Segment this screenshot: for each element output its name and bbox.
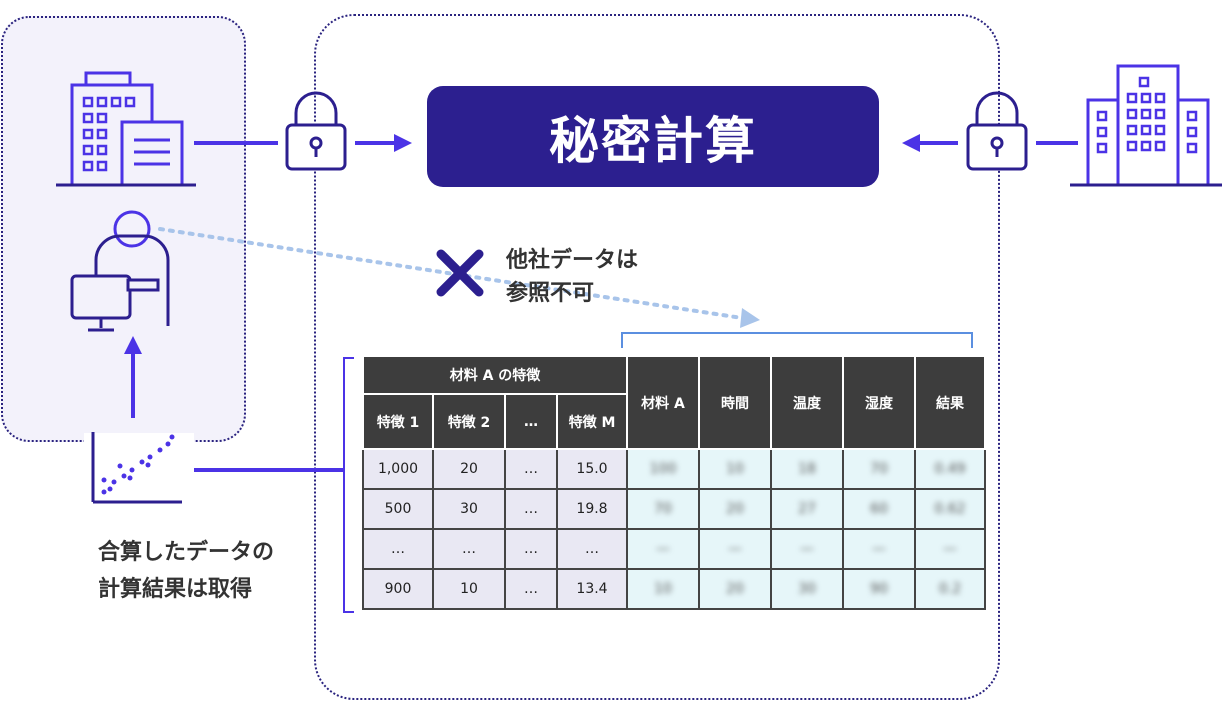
- no-access-line-2: 参照不可: [506, 281, 595, 306]
- blurred-value: —: [728, 541, 742, 557]
- company-a-panel: [1, 16, 246, 442]
- hidden-cell: —: [770, 528, 844, 570]
- blurred-value: 10: [726, 461, 744, 477]
- table-row: 500 30 … 19.8 70 20 27 60 0.62: [362, 488, 986, 530]
- blurred-value: 90: [870, 581, 888, 597]
- blurred-value: 0.49: [934, 461, 966, 477]
- header-feature-ellipsis: …: [504, 393, 558, 450]
- header-material-a: 材料 A: [626, 355, 700, 450]
- table-cell: 500: [362, 488, 434, 530]
- table-cell: …: [504, 448, 558, 490]
- table-cell: 10: [432, 568, 506, 610]
- blurred-value: 20: [726, 581, 744, 597]
- blurred-value: 60: [870, 501, 888, 517]
- no-access-line-1: 他社データは: [506, 248, 639, 273]
- header-humidity: 湿度: [842, 355, 916, 450]
- blurred-value: 100: [649, 461, 677, 477]
- hidden-cell: 0.49: [914, 448, 986, 490]
- table-row: 900 10 … 13.4 10 20 30 90 0.2: [362, 568, 986, 610]
- header-feature-m: 特徴 M: [556, 393, 628, 450]
- hidden-cell: 20: [698, 488, 772, 530]
- secure-computation-area: [314, 14, 1000, 700]
- hidden-cell: —: [914, 528, 986, 570]
- table-cell: …: [504, 488, 558, 530]
- access-arrowhead-icon: [740, 308, 760, 328]
- blurred-value: —: [872, 541, 886, 557]
- hidden-cell: 30: [770, 568, 844, 610]
- building-right-icon: [1070, 64, 1222, 187]
- blurred-value: —: [943, 541, 957, 557]
- lock-left-icon: [285, 91, 347, 171]
- hidden-columns-bracket: [621, 332, 973, 348]
- table-cell: 15.0: [556, 448, 628, 490]
- no-access-note: 他社データは 参照不可: [506, 244, 638, 310]
- hidden-cell: 20: [698, 568, 772, 610]
- hidden-cell: 0.62: [914, 488, 986, 530]
- hidden-cell: 27: [770, 488, 844, 530]
- hidden-cell: 90: [842, 568, 916, 610]
- data-table: 材料 A の特徴 材料 A 時間 温度 湿度 結果 特徴 1 特徴 2 … 特徴…: [362, 355, 986, 610]
- header-temperature: 温度: [770, 355, 844, 450]
- table-cell: 20: [432, 448, 506, 490]
- scatter-plot-icon: [84, 432, 194, 513]
- table-cell: …: [556, 528, 628, 570]
- result-note: 合算したデータの 計算結果は取得: [98, 534, 274, 608]
- hidden-cell: 18: [770, 448, 844, 490]
- hidden-cell: 0.2: [914, 568, 986, 610]
- hidden-cell: 100: [626, 448, 700, 490]
- header-time: 時間: [698, 355, 772, 450]
- table-cell: …: [504, 568, 558, 610]
- hidden-cell: —: [842, 528, 916, 570]
- group-header: 材料 A の特徴: [362, 355, 628, 395]
- table-cell: 1,000: [362, 448, 434, 490]
- access-attempt-line: [158, 227, 744, 320]
- table-cell: 13.4: [556, 568, 628, 610]
- blurred-value: 0.2: [938, 581, 962, 597]
- result-line-1: 合算したデータの: [98, 540, 275, 565]
- blurred-value: 27: [798, 501, 816, 517]
- table-cell: …: [432, 528, 506, 570]
- header-feature-2: 特徴 2: [432, 393, 506, 450]
- blurred-value: 0.62: [934, 501, 966, 517]
- arrowhead-up-icon: [124, 336, 142, 354]
- blurred-value: 70: [654, 501, 672, 517]
- header-feature-1: 特徴 1: [362, 393, 434, 450]
- header-result: 結果: [914, 355, 986, 450]
- blurred-value: —: [656, 541, 670, 557]
- hidden-cell: 60: [842, 488, 916, 530]
- user-at-computer-icon: [70, 210, 170, 332]
- arrowhead-right-icon: [394, 134, 412, 152]
- hidden-cell: 70: [626, 488, 700, 530]
- table-cell: 900: [362, 568, 434, 610]
- hidden-cell: 70: [842, 448, 916, 490]
- table-row: 1,000 20 … 15.0 100 10 18 70 0.49: [362, 448, 986, 490]
- table-cell: …: [362, 528, 434, 570]
- hidden-cell: —: [698, 528, 772, 570]
- table-cell: …: [504, 528, 558, 570]
- result-line-2: 計算結果は取得: [98, 577, 253, 602]
- blurred-value: 20: [726, 501, 744, 517]
- lock-right-icon: [966, 91, 1028, 171]
- blurred-value: 10: [654, 581, 672, 597]
- arrowhead-left-icon: [902, 134, 920, 152]
- hidden-cell: 10: [626, 568, 700, 610]
- page-title: 秘密計算: [427, 86, 879, 187]
- blurred-value: 30: [798, 581, 816, 597]
- blurred-value: —: [800, 541, 814, 557]
- blurred-value: 70: [870, 461, 888, 477]
- hidden-cell: —: [626, 528, 700, 570]
- table-cell: 19.8: [556, 488, 628, 530]
- table-cell: 30: [432, 488, 506, 530]
- table-row: … … … … — — — — —: [362, 528, 986, 570]
- building-left-icon: [56, 71, 196, 187]
- blurred-value: 18: [798, 461, 816, 477]
- table-left-bracket: [343, 357, 354, 613]
- hidden-cell: 10: [698, 448, 772, 490]
- cross-icon: [436, 249, 484, 297]
